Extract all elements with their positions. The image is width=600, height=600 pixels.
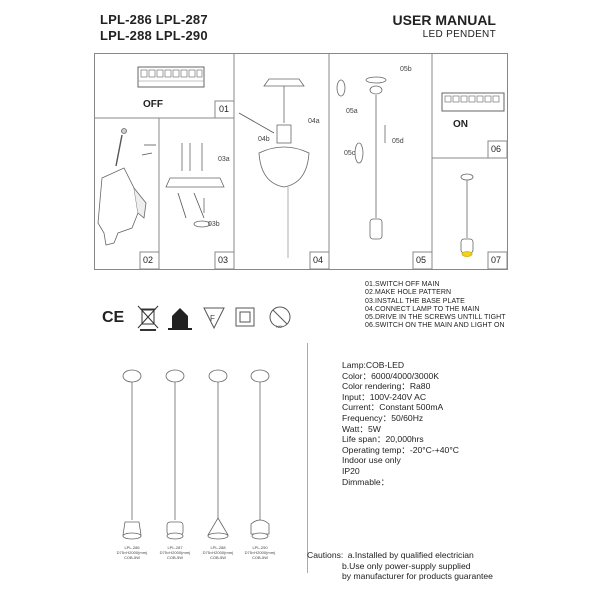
pendant-label-286: LPL-286 D75×H2000(mm) COB-5W	[116, 545, 148, 560]
indoor-house-icon	[168, 308, 192, 330]
spec-item: Input：100V-240V AC	[342, 391, 427, 402]
pendant-lpl-287-icon	[165, 369, 185, 540]
spec-item: Watt：5W	[342, 423, 381, 434]
spec-item: Life span：20,000hrs	[342, 434, 424, 445]
spec-item: Lamp:COB-LED	[342, 360, 405, 370]
svg-text:05c: 05c	[344, 150, 356, 157]
installation-diagram: 03a 03b 04a 04b 05b 05a 05c 05d	[94, 53, 508, 270]
weee-bin-icon	[137, 305, 159, 331]
terminal-block-off-icon	[137, 66, 205, 88]
manual-subtitle: LED PENDENT	[422, 29, 496, 40]
panel-06-number: 06	[491, 144, 502, 154]
caution-line-1: a.Installed by qualified electrician	[347, 550, 474, 560]
svg-text:03a: 03a	[218, 156, 230, 163]
step-item: 04.CONNECT LAMP TO THE MAIN	[365, 305, 480, 313]
pendant-label-288: LPL-288 D75×H2000(mm) COB-5W	[202, 545, 234, 560]
spec-item: Color：6000/4000/3000K	[342, 370, 439, 381]
step-item: 05.DRIVE IN THE SCREWS UNTILL TIGHT	[365, 314, 506, 322]
specifications-list: Lamp:COB-LED Color：6000/4000/3000K Color…	[342, 360, 459, 487]
cautions-block: Cautions: a.Installed by qualified elect…	[307, 550, 493, 582]
svg-text:NO: NO	[276, 324, 282, 329]
step-item: 03.INSTALL THE BASE PLATE	[365, 297, 465, 305]
spec-item: Dimmable：	[342, 476, 390, 487]
lit-pendant-icon	[460, 173, 474, 257]
canopy-connection-icon	[238, 78, 310, 258]
class-ii-icon	[235, 307, 255, 327]
svg-text:03b: 03b	[208, 221, 220, 228]
svg-text:05a: 05a	[346, 108, 358, 115]
pendant-label-290: LPL-290 D75×H2000(mm) COB-5W	[244, 545, 276, 560]
spec-item: Color rendering：Ra80	[342, 381, 431, 392]
manual-title: USER MANUAL	[392, 12, 496, 28]
spec-item: IP20	[342, 465, 360, 476]
spec-item: Operating temp：-20°C-+40°C	[342, 444, 459, 455]
ce-mark: CE	[102, 309, 125, 326]
pendant-lpl-286-icon	[122, 369, 142, 540]
step-item: 01.SWITCH OFF MAIN	[365, 281, 440, 288]
svg-text:05d: 05d	[392, 138, 404, 145]
panel-03-number: 03	[218, 255, 229, 265]
base-plate-screws-icon	[165, 143, 225, 228]
pendant-hang-icon	[336, 76, 387, 240]
panel-01-number: 01	[219, 104, 230, 114]
manual-header: USER MANUAL LED PENDENT	[393, 12, 496, 42]
pendant-lpl-288-icon	[207, 369, 229, 540]
panel-02-number: 02	[143, 255, 154, 265]
model-line-1: LPL-286 LPL-287	[100, 12, 208, 27]
caution-line-3: by manufacturer for products guarantee	[342, 571, 493, 582]
svg-text:CE: CE	[102, 309, 125, 326]
no-cover-icon: NO	[269, 306, 291, 329]
panel-04-number: 04	[313, 255, 324, 265]
spec-item: Frequency：50/60Hz	[342, 412, 424, 423]
svg-text:05b: 05b	[400, 66, 412, 73]
drill-icon	[97, 128, 147, 246]
pendant-label-287: LPL-287 D75×H2000(mm) COB-5W	[159, 545, 191, 560]
terminal-block-on-icon	[441, 92, 505, 112]
certification-icons: CE F NO	[102, 305, 291, 331]
section-divider	[307, 343, 308, 573]
pendant-products-drawing	[122, 369, 270, 540]
pendant-lpl-290-icon	[250, 369, 270, 540]
step-item: 06.SWITCH ON THE MAIN AND LIGHT ON	[365, 322, 505, 330]
model-line-2: LPL-288 LPL-290	[100, 28, 208, 43]
model-numbers: LPL-286 LPL-287 LPL-288 LPL-290	[100, 12, 208, 44]
f-mark-icon: F	[203, 307, 225, 330]
panel-06-switch-label: ON	[453, 119, 468, 130]
cautions-label: Cautions:	[307, 550, 344, 560]
spec-item: Current：Constant 500mA	[342, 402, 444, 413]
svg-text:04a: 04a	[308, 118, 320, 125]
svg-text:04b: 04b	[258, 136, 270, 143]
step-item: 02.MAKE HOLE PATTERN	[365, 289, 452, 297]
svg-text:F: F	[210, 314, 215, 323]
spec-item: Indoor use only	[342, 455, 401, 466]
caution-line-2: b.Use only power-supply supplied	[342, 560, 471, 571]
panel-05-number: 05	[416, 255, 427, 265]
panel-07-number: 07	[491, 255, 502, 265]
installation-steps: 01.SWITCH OFF MAIN 02.MAKE HOLE PATTERN …	[365, 281, 506, 331]
panel-01-switch-label: OFF	[143, 99, 163, 110]
